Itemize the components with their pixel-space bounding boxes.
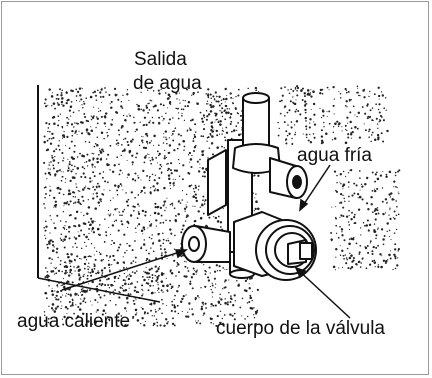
valve-assembly (181, 92, 317, 281)
label-water-outlet-line2: de agua (133, 73, 202, 94)
label-valve-body: cuerpo de la válvula (216, 318, 385, 339)
wall-corner-floor (37, 277, 161, 303)
outlet-pipe-end (242, 92, 270, 104)
leader-lines (61, 164, 351, 319)
label-cold-water: agua fría (297, 145, 372, 166)
left-bracket (207, 149, 227, 216)
leader-valve-body (295, 267, 351, 319)
label-water-outlet-line1: Salida (134, 49, 187, 70)
leader-hot-water (61, 249, 187, 291)
label-hot-water: agua caliente (17, 311, 131, 332)
